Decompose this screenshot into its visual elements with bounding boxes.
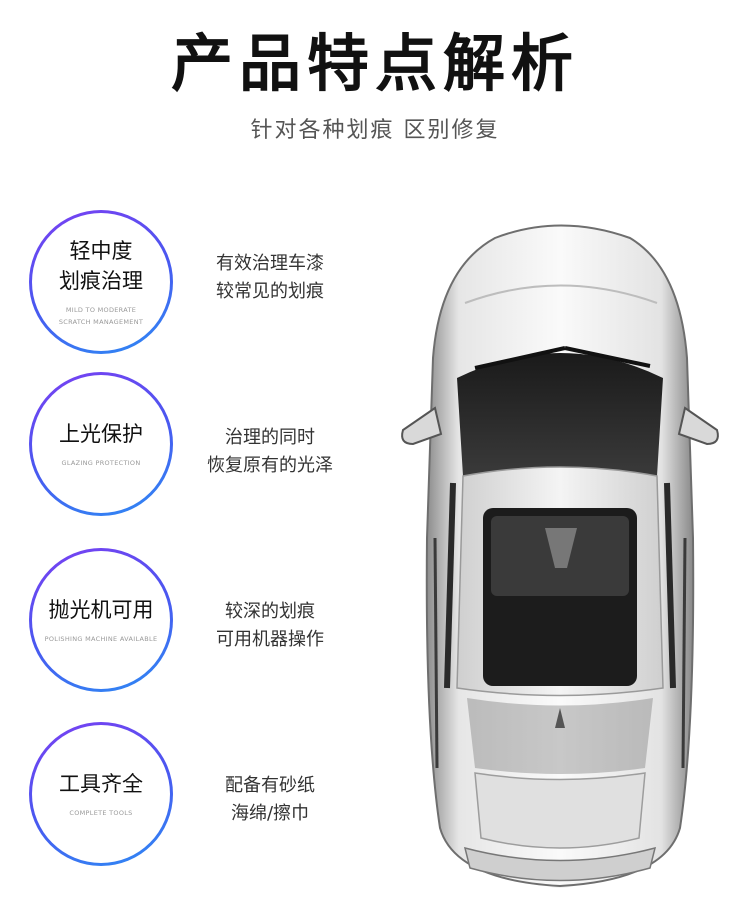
feature-description: 治理的同时 恢复原有的光泽 [207, 427, 333, 476]
feature-circle-glazing: 上光保护 GLAZING PROTECTION [29, 372, 173, 516]
feature-english-label: MILD TO MODERATE SCRATCH MANAGEMENT [58, 306, 144, 326]
car-top-view-icon [401, 224, 719, 888]
feature-title: 轻中度 划痕治理 [59, 239, 143, 293]
page-subtitle: 针对各种划痕 区别修复 [250, 118, 500, 143]
feature-description: 有效治理车漆 较常见的划痕 [216, 253, 324, 302]
feature-title: 抛光机可用 [48, 598, 154, 622]
feature-title: 上光保护 [59, 422, 143, 446]
feature-description: 配备有砂纸 海绵/擦巾 [225, 775, 315, 824]
page-title: 产品特点解析 [170, 27, 579, 100]
feature-description: 较深的划痕 可用机器操作 [216, 601, 324, 650]
feature-english-label: POLISHING MACHINE AVAILABLE [44, 635, 158, 643]
feature-circle-polishing: 抛光机可用 POLISHING MACHINE AVAILABLE [29, 548, 173, 692]
feature-english-label: GLAZING PROTECTION [61, 459, 141, 467]
feature-circle-tools: 工具齐全 COMPLETE TOOLS [29, 722, 173, 866]
feature-title: 工具齐全 [59, 772, 143, 796]
feature-english-label: COMPLETE TOOLS [69, 809, 133, 817]
feature-circle-mild-scratch: 轻中度 划痕治理 MILD TO MODERATE SCRATCH MANAGE… [29, 210, 173, 354]
